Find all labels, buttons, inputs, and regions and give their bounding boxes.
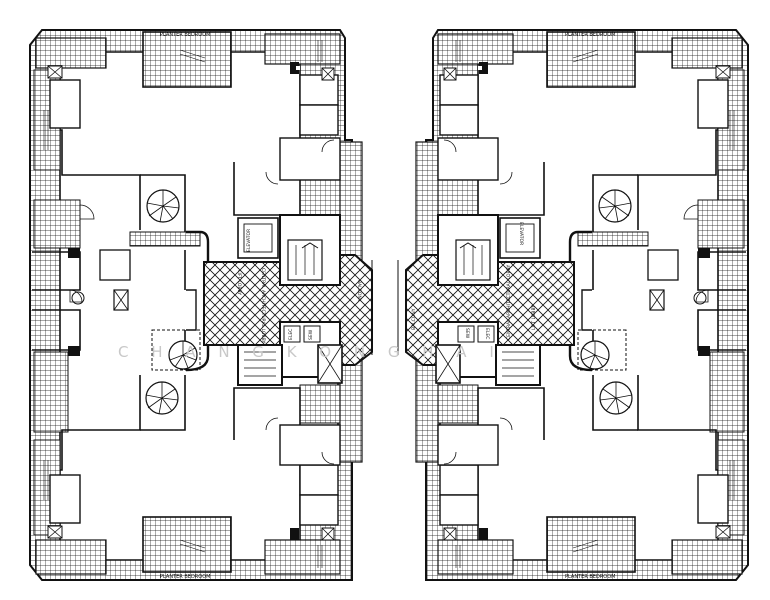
label-balcony-left: BALCONY <box>356 280 362 302</box>
label-sew-left: SEW <box>308 329 314 340</box>
label-planter-bottom-left: PLANTER BEDROOM <box>160 574 210 580</box>
label-elec-right: ELEC <box>484 328 490 339</box>
core-divider <box>371 260 399 355</box>
label-elevator-left: ELEVATOR <box>246 229 252 252</box>
label-elec-left: ELEC <box>288 329 294 340</box>
label-lobby-right: CENTRAL ARCHITECTURAL LOBBY <box>506 265 512 340</box>
label-planter-bottom-right: PLANTER BEDROOM <box>565 574 615 580</box>
label-lift-lobby-right: LIFT LOBBY <box>531 305 537 330</box>
label-planter-top-left: PLANTER BEDROOM <box>160 32 210 38</box>
label-planter-top-right: PLANTER BEDROOM <box>565 32 615 38</box>
label-lift-lobby-left: LIFT LOBBY <box>236 270 242 295</box>
label-lobby-left: CENTRAL ARCHITECTURAL LOBBY <box>260 268 266 343</box>
label-sew-right: SEW <box>464 328 470 339</box>
label-elevator-right: ELEVATOR <box>518 222 524 245</box>
watermark: C H A N G K O N G H A I <box>118 343 503 361</box>
label-balcony-right: BALCONY <box>411 308 417 330</box>
right-wing-plan <box>404 29 749 581</box>
